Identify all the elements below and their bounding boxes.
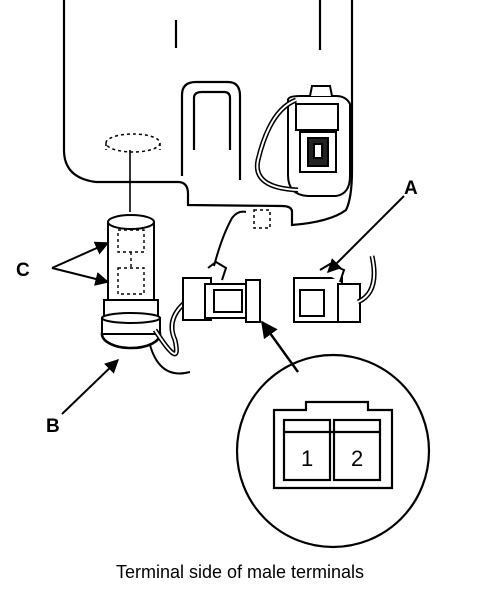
level-sensor bbox=[100, 214, 162, 350]
callout-a-label: A bbox=[404, 178, 418, 199]
terminal-detail bbox=[235, 353, 431, 549]
harness-connector bbox=[293, 262, 361, 323]
reservoir-tank bbox=[62, 0, 354, 227]
callout-b-label: B bbox=[46, 416, 60, 437]
tank-harness-wire bbox=[213, 210, 247, 267]
sensor-wire-bottom bbox=[149, 344, 191, 375]
washer-motor bbox=[287, 85, 351, 197]
callout-b-arrow bbox=[61, 359, 120, 415]
callout-c-arrow-lower bbox=[51, 267, 110, 286]
pin-2-label: 2 bbox=[351, 446, 363, 471]
pin-1-label: 1 bbox=[301, 446, 313, 471]
callout-c-arrow-upper bbox=[51, 241, 110, 269]
callout-a-arrow bbox=[327, 195, 405, 273]
sensor-connector bbox=[182, 260, 261, 323]
float-chamber-outline bbox=[105, 133, 271, 229]
callout-c-label: C bbox=[16, 260, 30, 281]
diagram-caption: Terminal side of male terminals bbox=[115, 562, 365, 582]
